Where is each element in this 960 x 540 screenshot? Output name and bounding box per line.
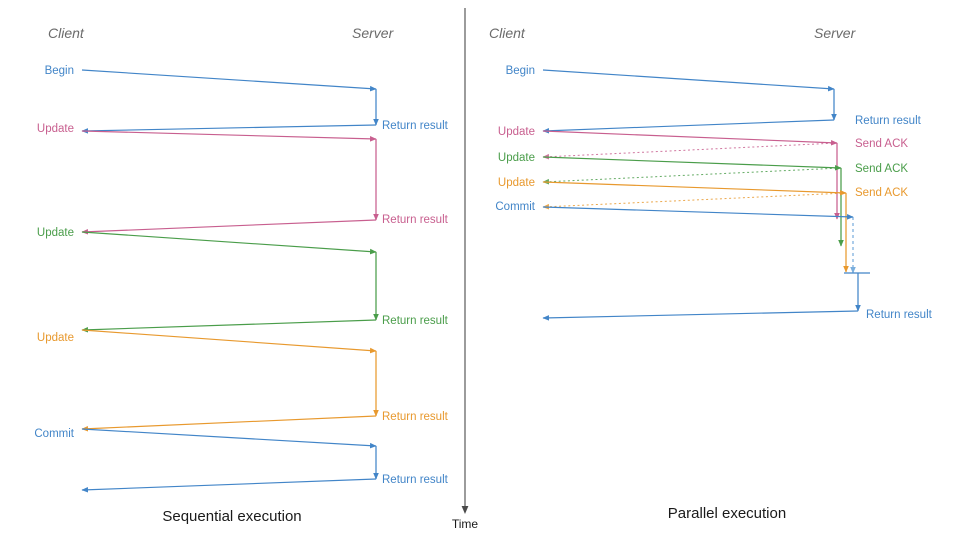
message-line-update2-request [542,156,842,171]
message-label-update1-ack: Send ACK [855,138,908,150]
message-label-commit-return: Return result [382,474,449,486]
message-line-update1-return [81,219,377,235]
message-label-begin-request: Begin [45,65,74,77]
message-label-update1-request: Update [37,123,74,135]
message-label-update3-ack: Send ACK [855,187,908,199]
message-line-begin-request [81,69,377,92]
message-label-commit-request: Commit [34,428,74,440]
message-label-update2-request: Update [37,227,74,239]
message-line-update1-request [81,130,377,142]
message-line-begin-return [542,119,835,134]
message-line-update2-return [81,319,377,333]
message-label-update1-request: Update [498,126,535,138]
message-line-begin-request [542,69,835,92]
time-axis-arrowhead [461,506,469,514]
lane-header-server: Server [352,25,395,41]
lane-header-client: Client [489,25,526,41]
message-line-commit-return [81,478,377,493]
message-label-update2-return: Return result [382,315,449,327]
message-label-commit-request: Commit [495,201,535,213]
lane-header-client: Client [48,25,85,41]
message-label-begin-return: Return result [382,120,449,132]
message-line-commit-request [81,428,377,449]
message-line-update1-ack [542,142,838,160]
panel-caption-parallel: Parallel execution [668,505,786,522]
message-label-update3-return: Return result [382,411,449,423]
message-label-update2-request: Update [498,152,535,164]
message-label-update1-return: Return result [382,214,449,226]
message-line-update2-request [81,231,377,255]
message-line-begin-return [81,124,377,134]
message-line-update1-request [542,130,838,146]
time-axis: Time [452,8,479,531]
message-label-update2-ack: Send ACK [855,163,908,175]
message-line-commit-request [542,206,854,220]
time-axis-label: Time [452,517,479,531]
message-label-update3-request: Update [37,332,74,344]
panel-caption-sequential: Sequential execution [162,508,301,525]
message-line-update3-return [81,415,377,432]
lane-header-server: Server [814,25,857,41]
message-line-update2-ack [542,167,842,185]
message-label-commit-return: Return result [866,309,933,321]
message-label-begin-return: Return result [855,115,922,127]
message-label-begin-request: Begin [506,65,535,77]
message-label-update3-request: Update [498,177,535,189]
message-line-update3-request [81,329,377,354]
message-line-update3-ack [542,192,847,210]
message-line-commit-return [542,310,859,321]
message-line-update3-request [542,181,847,196]
